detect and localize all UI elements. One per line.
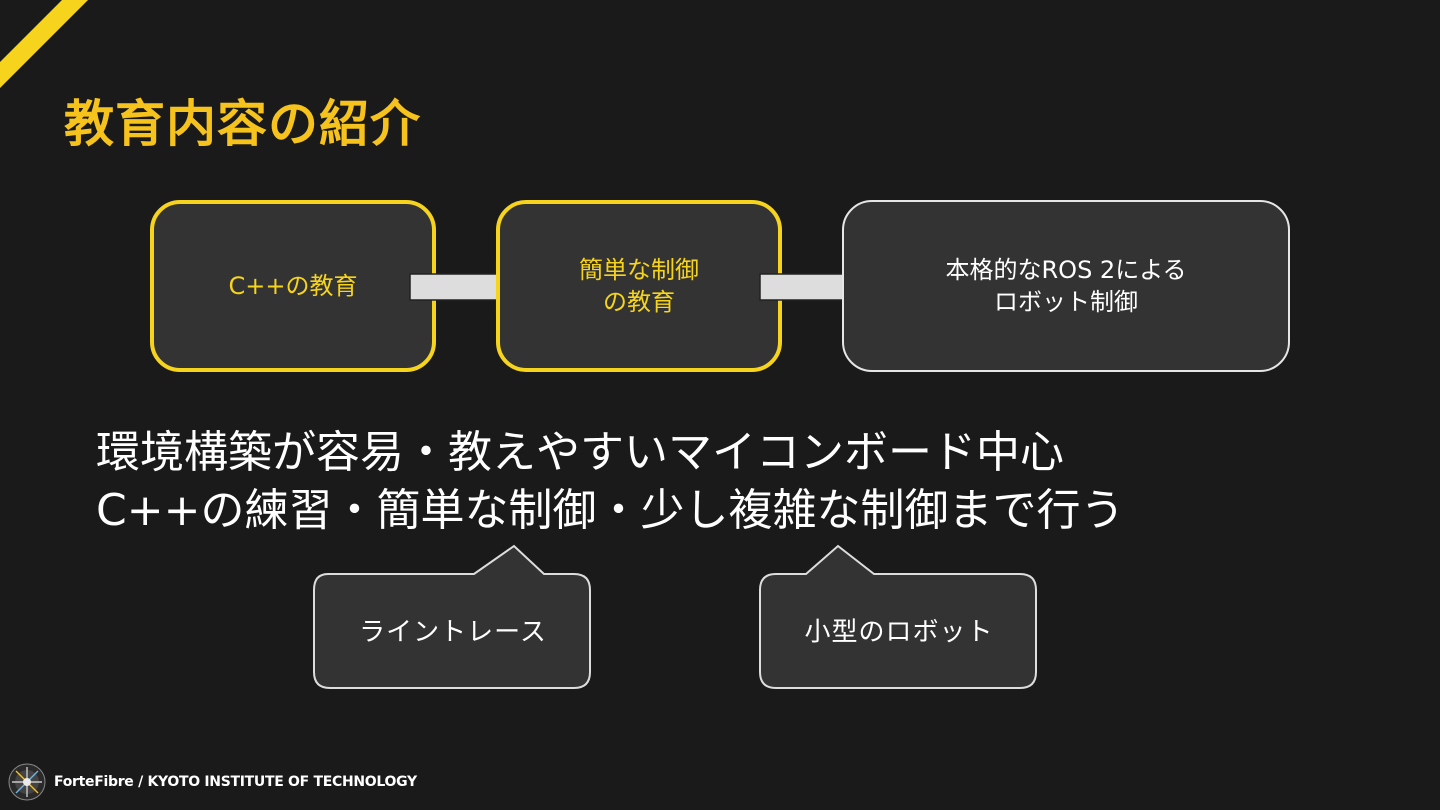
footer-text: ForteFibre / KYOTO INSTITUTE OF TECHNOLO… (54, 774, 417, 790)
flow-step-simple-control: 簡単な制御 の教育 (496, 200, 782, 372)
footer: ForteFibre / KYOTO INSTITUTE OF TECHNOLO… (8, 762, 417, 802)
fortefibre-logo-icon (8, 763, 46, 801)
statement-line-2: C++の練習・簡単な制御・少し複雑な制御まで行う (96, 485, 1125, 536)
statement-line-1: 環境構築が容易・教えやすいマイコンボード中心 (96, 427, 1064, 478)
callout-label-line-trace: ライントレース (359, 617, 547, 648)
callout-label-small-robot: 小型のロボット (804, 617, 994, 648)
main-statements: 環境構築が容易・教えやすいマイコンボード中心 C++の練習・簡単な制御・少し複雑… (96, 424, 1124, 540)
flow-step-cpp: C++の教育 (150, 200, 436, 372)
corner-stripe (0, 0, 88, 88)
callout-line-trace: ライントレース (312, 544, 594, 692)
slide-title: 教育内容の紹介 (64, 95, 421, 153)
callout-bubble-shape (759, 544, 1037, 689)
callout-small-robot: 小型のロボット (758, 544, 1040, 692)
flow-step-ros2: 本格的なROS 2による ロボット制御 (842, 200, 1290, 372)
callout-bubble-shape (313, 544, 591, 689)
